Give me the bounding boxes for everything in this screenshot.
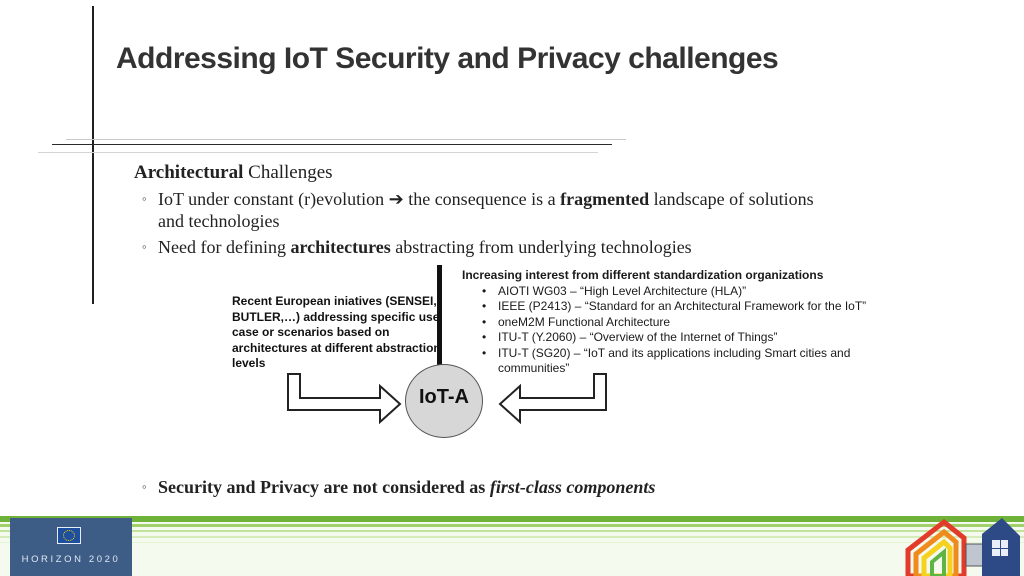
section-heading-rest: Challenges: [243, 162, 333, 183]
slide-frame-line: [66, 139, 626, 140]
bullet-emphasis: architectures: [290, 237, 391, 257]
footer-green-band: [0, 516, 1024, 576]
bullet-text: landscape of solutions and technologies: [158, 189, 814, 231]
house-logo-icon: [905, 518, 1020, 576]
bullet-text: IoT under constant (r)evolution: [158, 189, 389, 209]
right-arrow-icon: ➔: [388, 189, 404, 209]
standards-list-item: AIOTI WG03 – “High Level Architecture (H…: [482, 284, 912, 300]
standards-list-item: IEEE (P2413) – “Standard for an Architec…: [482, 299, 912, 315]
diagram-arrows: [287, 373, 607, 425]
bullet-circle-icon: ◦: [142, 479, 147, 494]
bullet-circle-icon: ◦: [142, 239, 147, 254]
bullet-text: the consequence is a: [403, 189, 561, 209]
bullet-item: ◦ IoT under constant (r)evolution ➔ the …: [142, 188, 818, 232]
bullet-item: ◦ Need for defining architectures abstra…: [142, 236, 818, 258]
bullet-circle-icon: ◦: [142, 191, 147, 206]
european-initiatives-text: Recent European iniatives (SENSEI, BUTLE…: [232, 294, 441, 370]
slide-frame-line: [52, 144, 612, 145]
right-arrow-icon: [287, 373, 402, 425]
bullet-text: Need for defining: [158, 237, 291, 257]
standards-list-item: ITU-T (SG20) – “IoT and its applications…: [482, 346, 912, 377]
horizon-2020-text: HORIZON 2020: [21, 554, 121, 565]
slide-title: Addressing IoT Security and Privacy chal…: [116, 42, 779, 75]
standards-list-item: ITU-T (Y.2060) – “Overview of the Intern…: [482, 330, 912, 346]
section-heading: Architectural Challenges: [134, 162, 333, 184]
standards-list: AIOTI WG03 – “High Level Architecture (H…: [462, 284, 912, 377]
left-arrow-icon: [498, 373, 607, 425]
standards-heading: Increasing interest from different stand…: [462, 268, 824, 282]
bullet-item: ◦ Security and Privacy are not considere…: [142, 476, 858, 498]
standards-list-box: Increasing interest from different stand…: [462, 268, 912, 377]
diagram-divider-line: [437, 265, 442, 395]
bullet-emphasis: fragmented: [560, 189, 650, 209]
iot-a-label: IoT-A: [419, 385, 469, 408]
bullet-emphasis-italic: first-class components: [489, 477, 656, 497]
bullet-text: abstracting from underlying technologies: [390, 237, 692, 257]
slide-frame-vertical-line: [92, 6, 94, 304]
section-heading-bold: Architectural: [134, 162, 244, 183]
eu-flag-icon: [57, 527, 81, 544]
standards-list-item: oneM2M Functional Architecture: [482, 315, 912, 331]
iot-a-node: IoT-A: [405, 364, 483, 438]
slide-frame-line: [38, 152, 598, 153]
bullet-emphasis: Security and Privacy are not considered …: [158, 477, 490, 497]
